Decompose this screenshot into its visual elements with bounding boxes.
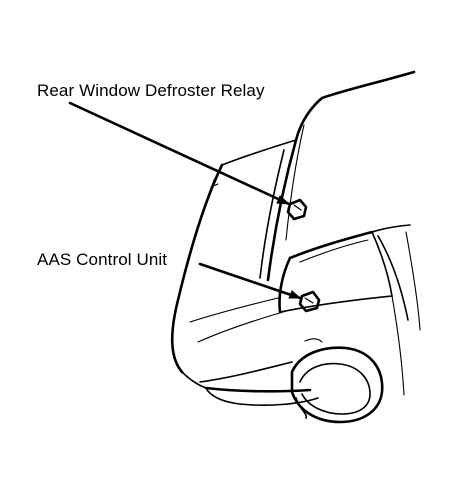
aas-control-unit <box>298 290 321 313</box>
side-window <box>278 230 393 314</box>
lower-panel <box>189 297 323 406</box>
leader-line-aas <box>198 262 302 300</box>
callout-label-relay: Rear Window Defroster Relay <box>37 81 265 100</box>
defroster-relay <box>286 198 308 221</box>
rear-door <box>371 224 421 396</box>
callout-label-aas: AAS Control Unit <box>37 250 168 269</box>
leader-line-relay <box>68 101 291 206</box>
roof-outline <box>221 70 416 166</box>
rear-pillar <box>259 124 305 282</box>
body-left-outline <box>170 163 224 389</box>
rear-wheel <box>290 346 384 424</box>
